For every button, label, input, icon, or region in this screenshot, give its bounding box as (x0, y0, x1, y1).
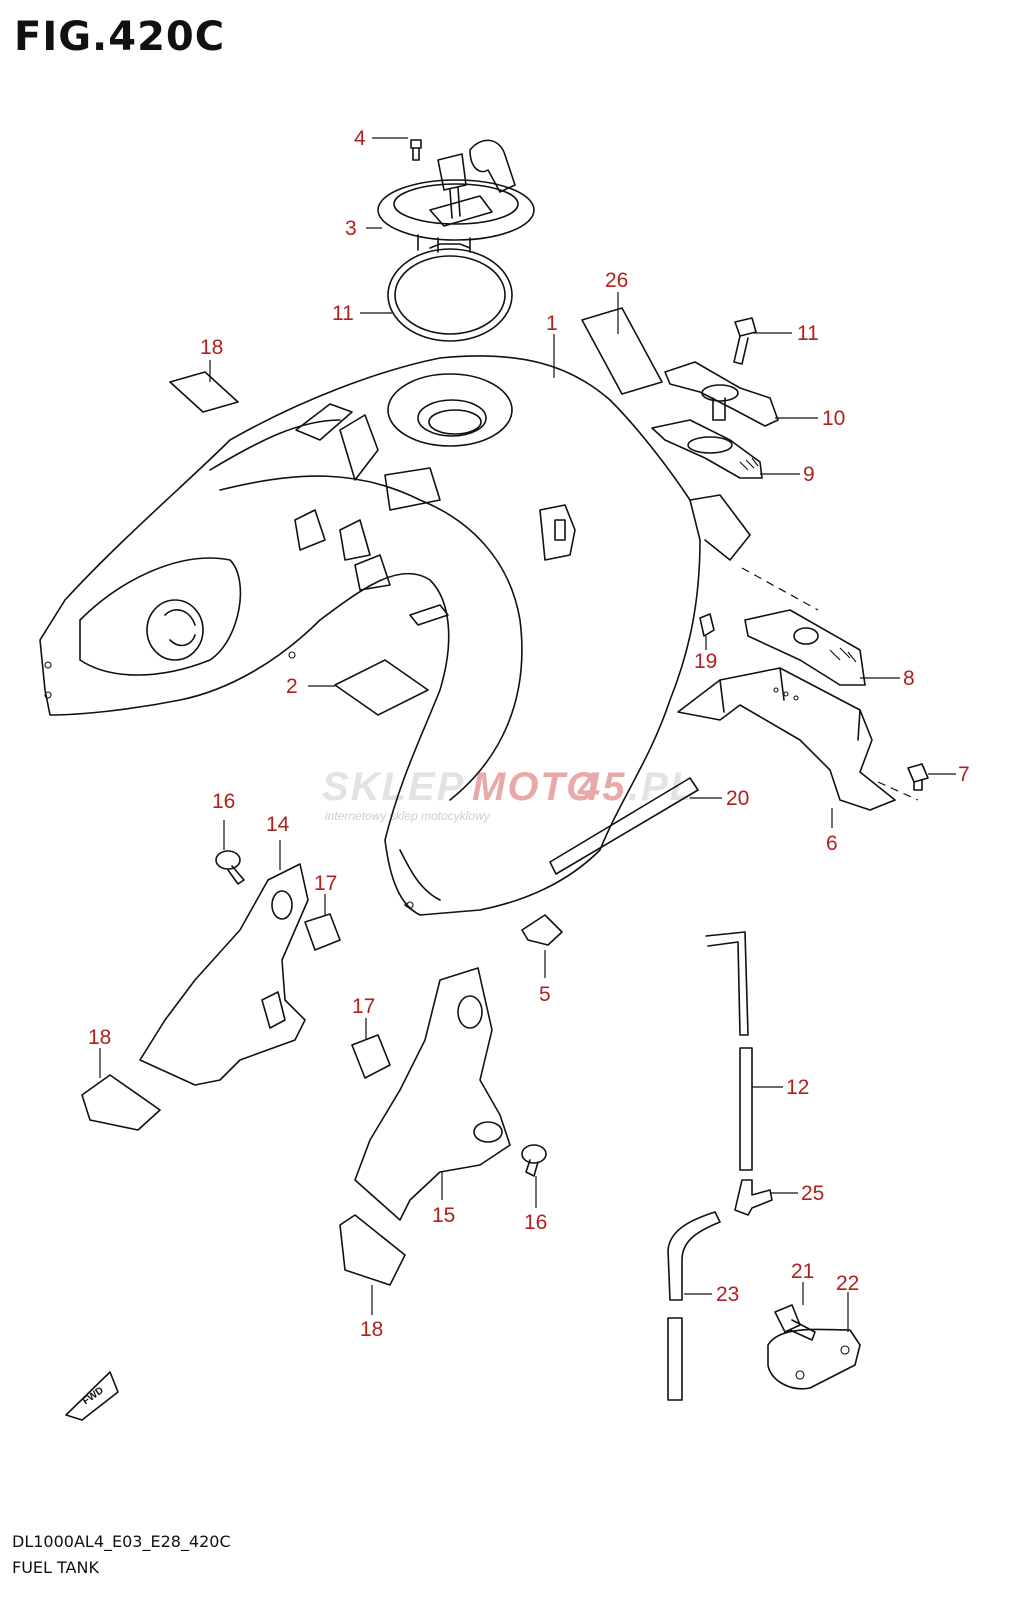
rubber-strip-part-20 (549, 777, 699, 875)
callout-15: 15 (432, 1204, 455, 1227)
watermark: SKLEP MOTO 45 .PL internetowy sklep moto… (322, 765, 694, 823)
bolt-part-11 (733, 317, 757, 365)
fuel-tank-part-1 (39, 355, 751, 916)
callout-7: 7 (958, 763, 970, 786)
dashed-leader-lower (877, 781, 919, 801)
callout-17-lower: 17 (352, 995, 375, 1018)
bracket-part-10 (664, 361, 779, 427)
callout-10: 10 (822, 407, 845, 430)
callout-13: 11 (332, 302, 354, 325)
side-cover-part-15 (354, 967, 511, 1221)
callout-17-upper: 17 (314, 872, 337, 895)
callout-14: 14 (266, 813, 290, 836)
callout-labels: 4 3 11 18 26 1 11 10 9 19 8 2 7 20 6 16 … (88, 127, 970, 1341)
callout-12: 12 (786, 1076, 809, 1099)
callout-18-left: 18 (88, 1026, 111, 1049)
nut-part-17-upper (304, 913, 341, 951)
cushion-part-8 (744, 609, 866, 686)
screw-part-16-upper (215, 850, 245, 885)
fuel-cap-part-3 (377, 139, 535, 253)
footer-diagram-name: FUEL TANK (12, 1558, 99, 1577)
bracket-part-6 (677, 667, 896, 811)
callout-22: 18 (200, 336, 223, 359)
callout-2: 2 (286, 675, 298, 698)
callout-8: 8 (903, 667, 915, 690)
callout-16-upper: 16 (212, 790, 235, 813)
callout-19: 19 (694, 650, 717, 673)
watermark-brand-left: SKLEP (322, 765, 465, 809)
clip-part-5 (521, 914, 563, 946)
callout-3: 3 (345, 217, 357, 240)
callout-21: 21 (791, 1260, 814, 1283)
nut-part-17-lower (351, 1034, 391, 1079)
figure-title: FIG.420C (14, 14, 226, 60)
watermark-tagline: internetowy sklep motocyklowy (325, 809, 491, 823)
callout-23: 22 (836, 1272, 859, 1295)
callout-9: 9 (803, 463, 815, 486)
label-part-22 (169, 371, 239, 413)
watermark-brand-mid: MOTO (472, 765, 599, 809)
fwd-arrow-icon: FWD (65, 1371, 119, 1421)
callout-4: 4 (354, 127, 366, 150)
rubber-mount-part-9 (651, 419, 763, 479)
bolt-part-7 (907, 763, 929, 791)
callout-11: 11 (797, 322, 819, 345)
pad-part-18-left (81, 1074, 161, 1131)
callout-1: 1 (546, 312, 558, 335)
callout-26: 26 (605, 269, 628, 292)
clip-part-19 (699, 613, 715, 637)
label-part-2 (334, 659, 429, 716)
label-part-26 (581, 307, 663, 395)
footer-model-code: DL1000AL4_E03_E28_420C (12, 1532, 231, 1551)
hose-part-24 (667, 1211, 721, 1401)
callout-5: 5 (539, 983, 551, 1006)
tee-fitting-part-25 (734, 1179, 773, 1216)
gasket-ring-part-13 (387, 243, 513, 342)
callout-25: 25 (801, 1182, 824, 1205)
callout-20: 20 (726, 787, 749, 810)
side-cover-part-14 (139, 863, 309, 1086)
callout-6: 6 (826, 832, 838, 855)
callout-24: 23 (716, 1283, 739, 1306)
dashed-leader-upper (741, 567, 819, 611)
callout-16-lower: 16 (524, 1211, 547, 1234)
screw-part-4 (410, 139, 422, 161)
screw-part-16-lower (521, 1144, 547, 1177)
watermark-brand-num: 45 (577, 765, 627, 809)
bracket-part-23 (767, 1328, 861, 1390)
bolt-part-21 (774, 1304, 816, 1341)
pad-part-18-lower (339, 1214, 406, 1286)
callout-18-lower: 18 (360, 1318, 383, 1341)
hose-part-12 (705, 931, 753, 1171)
